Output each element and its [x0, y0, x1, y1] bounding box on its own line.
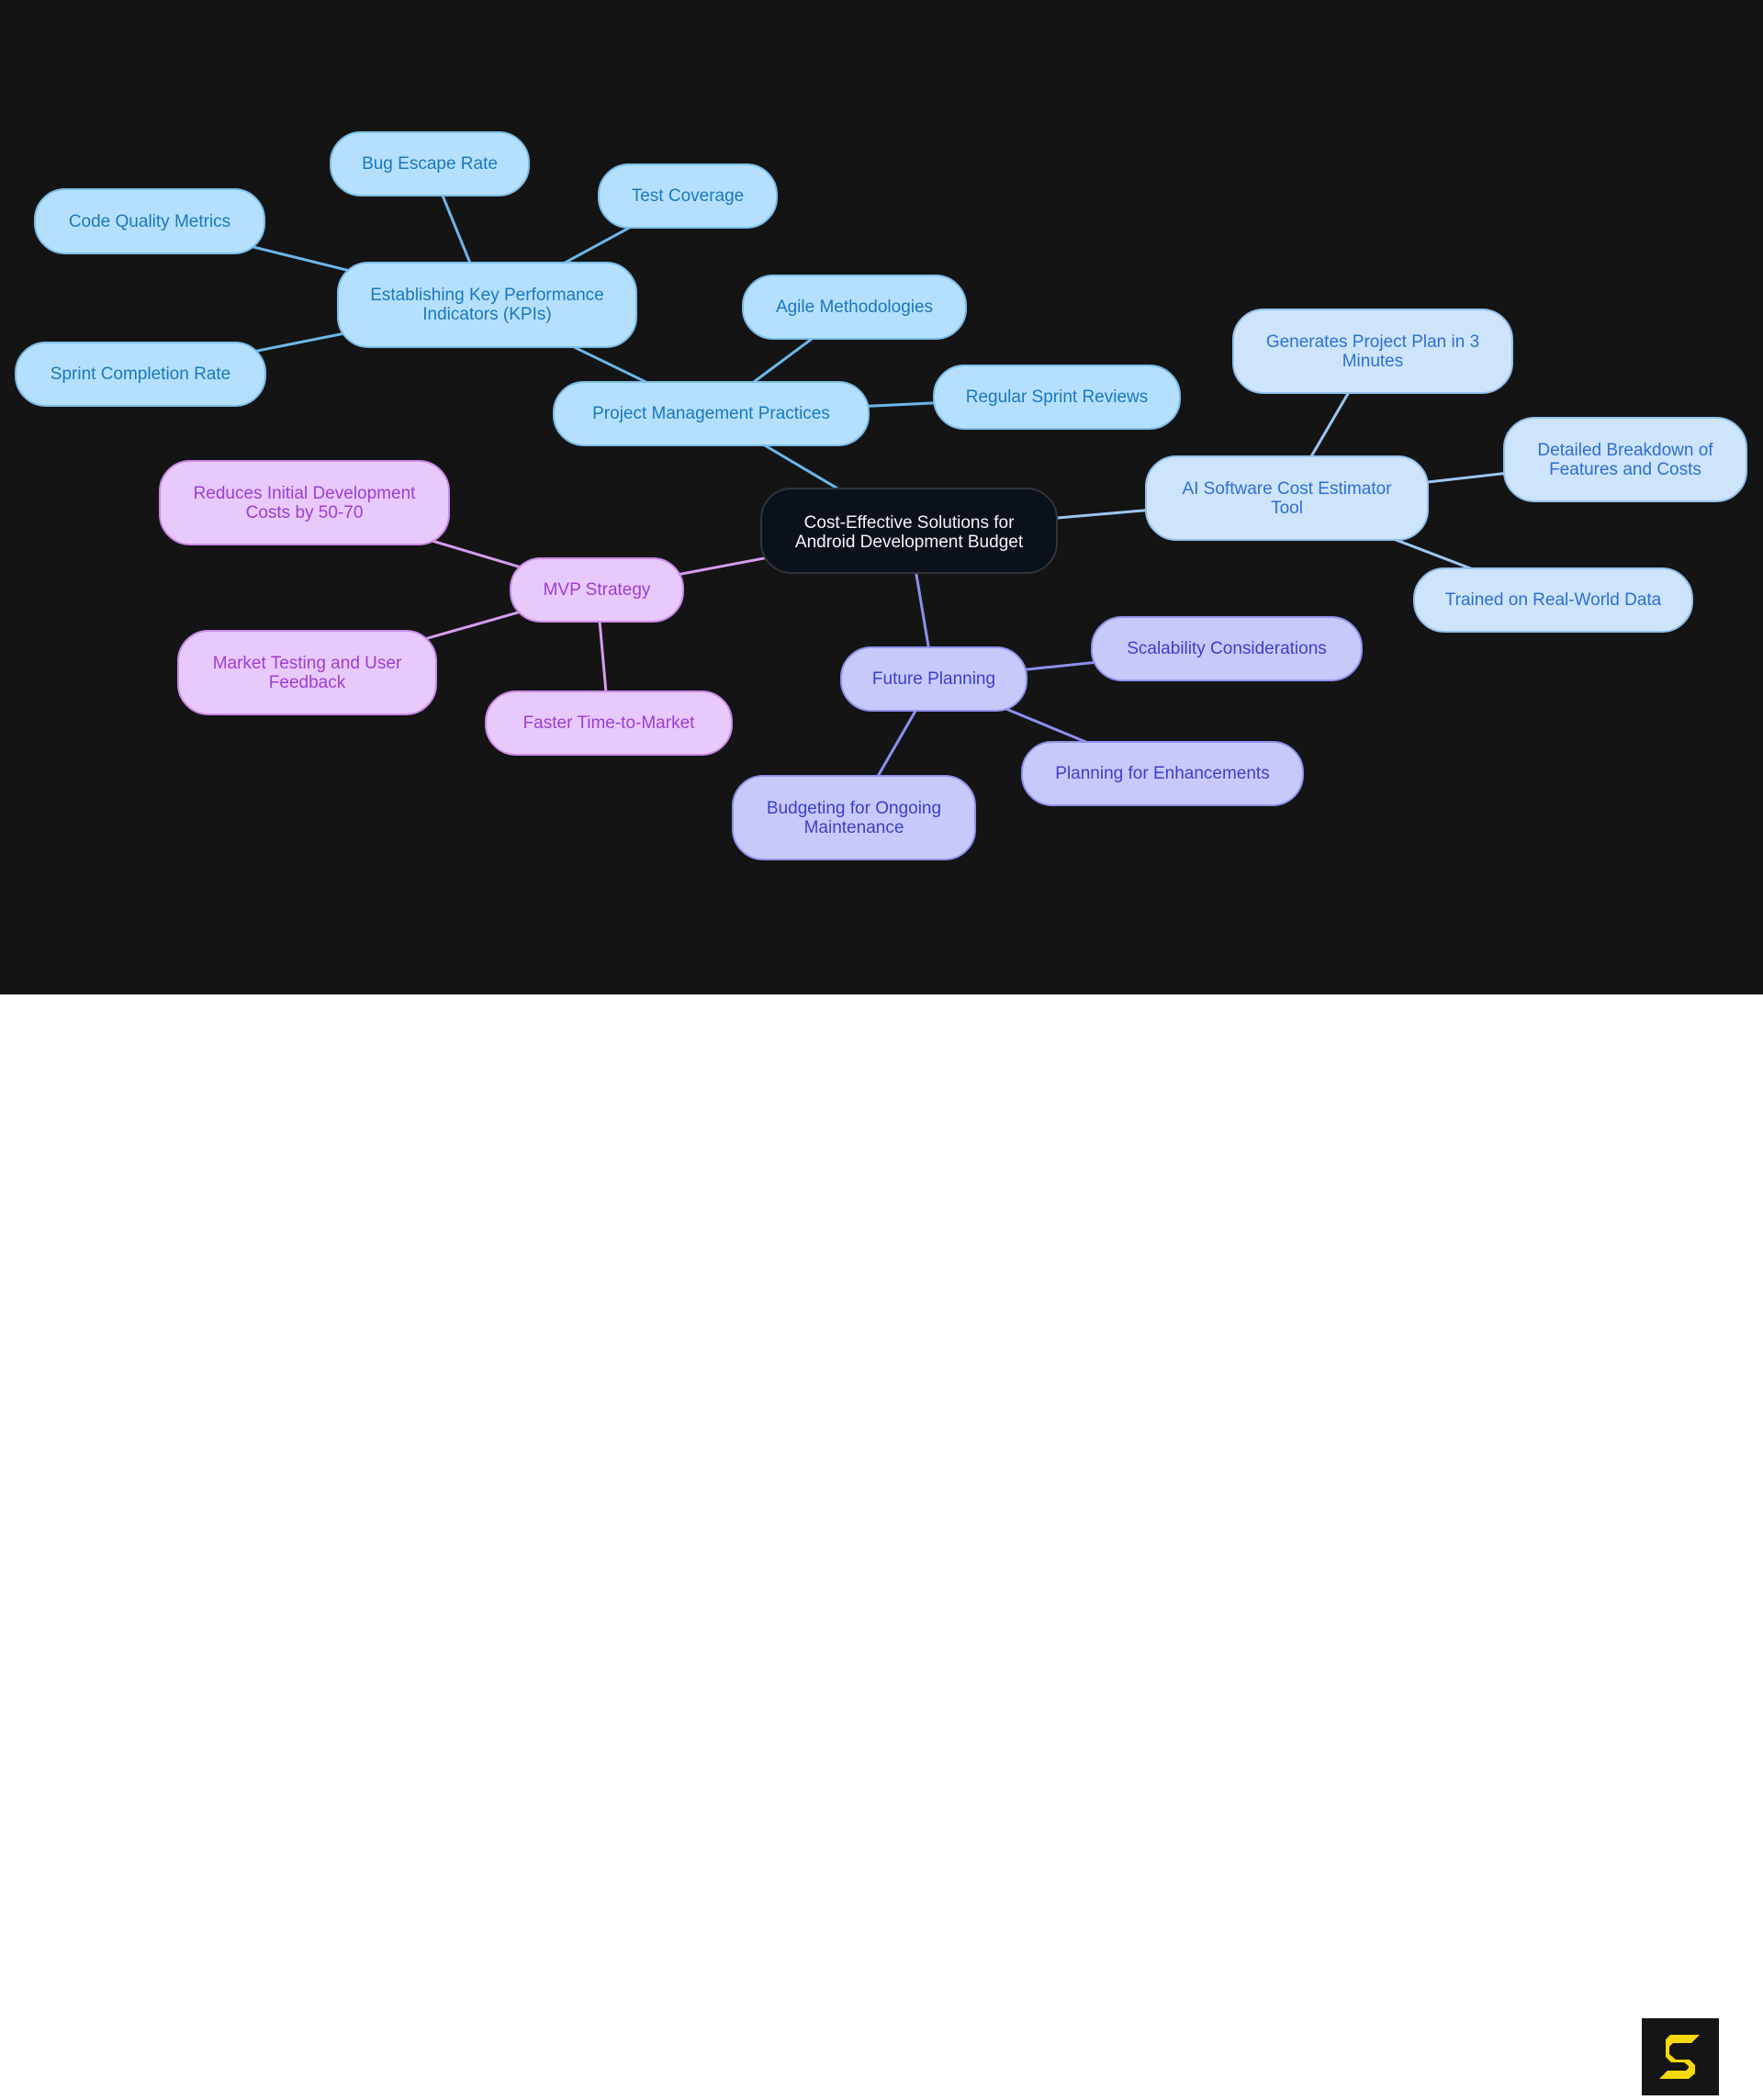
node-rsr[interactable]: Regular Sprint Reviews	[933, 365, 1181, 430]
node-label: Code Quality Metrics	[69, 212, 230, 231]
node-label: MVP Strategy	[544, 580, 651, 600]
node-label-line: Detailed Breakdown of	[1537, 441, 1713, 460]
node-label-line: Future Planning	[871, 669, 996, 689]
node-enh[interactable]: Planning for Enhancements	[1021, 741, 1304, 806]
node-label: Future Planning	[872, 669, 995, 689]
node-future[interactable]: Future Planning	[840, 646, 1027, 712]
node-label-line: Code Quality Metrics	[68, 211, 231, 231]
node-label-line: Maintenance	[803, 818, 904, 837]
node-label-line: Feedback	[268, 673, 346, 692]
node-label: Project Management Practices	[592, 404, 830, 423]
node-label-line: Android Development Budget	[794, 533, 1024, 552]
node-bug[interactable]: Bug Escape Rate	[330, 131, 530, 197]
brand-logo[interactable]	[1642, 2018, 1719, 2095]
node-label-line: Bug Escape Rate	[362, 154, 498, 174]
node-label: Sprint Completion Rate	[51, 365, 230, 384]
node-label-line: Sprint Completion Rate	[50, 365, 231, 384]
node-label: Test Coverage	[632, 186, 745, 206]
node-label-line: Features and Costs	[1549, 460, 1701, 479]
node-label: Bug Escape Rate	[362, 154, 498, 174]
node-label-line: Regular Sprint Reviews	[965, 387, 1149, 407]
node-label-line: Planning for Enhancements	[1055, 764, 1270, 783]
node-label: Planning for Enhancements	[1055, 764, 1269, 783]
node-label-line: Cost-Effective Solutions for	[803, 513, 1015, 533]
node-scr[interactable]: Sprint Completion Rate	[15, 342, 266, 407]
node-label-line: AI Software Cost Estimator	[1182, 479, 1392, 499]
node-label-line: Agile Methodologies	[775, 298, 934, 317]
node-label-line: Minutes	[1342, 352, 1404, 371]
node-label-line: Establishing Key Performance	[370, 286, 604, 305]
node-label-line: MVP Strategy	[543, 580, 651, 600]
node-label: Trained on Real-World Data	[1445, 590, 1662, 610]
node-label-line: Scalability Considerations	[1127, 639, 1327, 658]
node-pm[interactable]: Project Management Practices	[553, 381, 870, 446]
node-label-line: Trained on Real-World Data	[1444, 590, 1662, 610]
node-label: Regular Sprint Reviews	[966, 387, 1149, 407]
node-label-line: Costs by 50-70	[245, 503, 364, 522]
node-mvp[interactable]: MVP Strategy	[510, 557, 684, 623]
node-label-line: Generates Project Plan in 3	[1265, 332, 1480, 352]
node-label-line: Budgeting for Ongoing	[766, 799, 942, 818]
node-label: Faster Time-to-Market	[523, 713, 695, 733]
footer	[0, 994, 1763, 2095]
s-lightning-logo-icon	[1659, 2035, 1700, 2079]
node-cqm[interactable]: Code Quality Metrics	[34, 188, 265, 254]
node-scal[interactable]: Scalability Considerations	[1091, 616, 1363, 681]
node-label: Scalability Considerations	[1127, 639, 1327, 658]
node-label: Agile Methodologies	[776, 298, 933, 317]
node-agile[interactable]: Agile Methodologies	[742, 275, 967, 340]
node-label-line: Project Management Practices	[592, 404, 830, 423]
node-label-line: Reduces Initial Development	[193, 484, 416, 503]
node-faster[interactable]: Faster Time-to-Market	[485, 691, 733, 756]
node-test[interactable]: Test Coverage	[598, 163, 778, 229]
node-label-line: Market Testing and User	[212, 654, 402, 673]
node-label-line: Faster Time-to-Market	[522, 713, 695, 733]
node-label-line: Test Coverage	[631, 186, 745, 206]
node-label-line: Tool	[1271, 499, 1303, 518]
node-trained[interactable]: Trained on Real-World Data	[1413, 567, 1693, 633]
node-label-line: Indicators (KPIs)	[422, 305, 552, 324]
